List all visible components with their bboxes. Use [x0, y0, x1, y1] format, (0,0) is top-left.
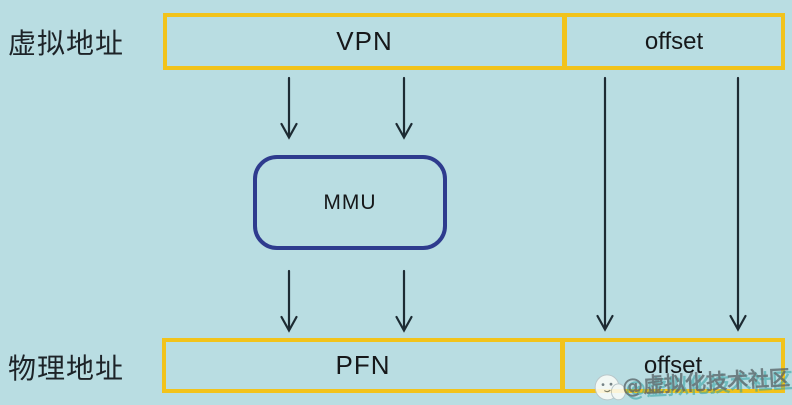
physical-address-box: PFN offset [162, 338, 785, 393]
mmu-box: MMU [253, 155, 447, 250]
arrow-offset-passthrough-left [596, 76, 614, 332]
watermark-text: @虚拟化技术社区 [621, 365, 791, 399]
arrow-mmu-to-pfn-right [395, 269, 413, 333]
arrow-mmu-to-pfn-left [280, 269, 298, 333]
watermark: @虚拟化技术社区 [591, 361, 791, 403]
vpn-cell: VPN [167, 17, 567, 66]
virtual-address-label: 虚拟地址 [8, 27, 125, 60]
pfn-cell: PFN [166, 342, 565, 389]
watermark-mascot-icon [594, 374, 626, 401]
arrow-vpn-to-mmu-right [395, 76, 413, 140]
offset-cell-top: offset [644, 27, 704, 55]
offset-cell-bottom: offset [643, 351, 703, 379]
physical-address-label: 物理地址 [8, 352, 125, 385]
arrow-offset-passthrough-right [729, 76, 747, 332]
arrow-vpn-to-mmu-left [280, 76, 298, 140]
virtual-address-box: VPN offset [163, 13, 785, 70]
